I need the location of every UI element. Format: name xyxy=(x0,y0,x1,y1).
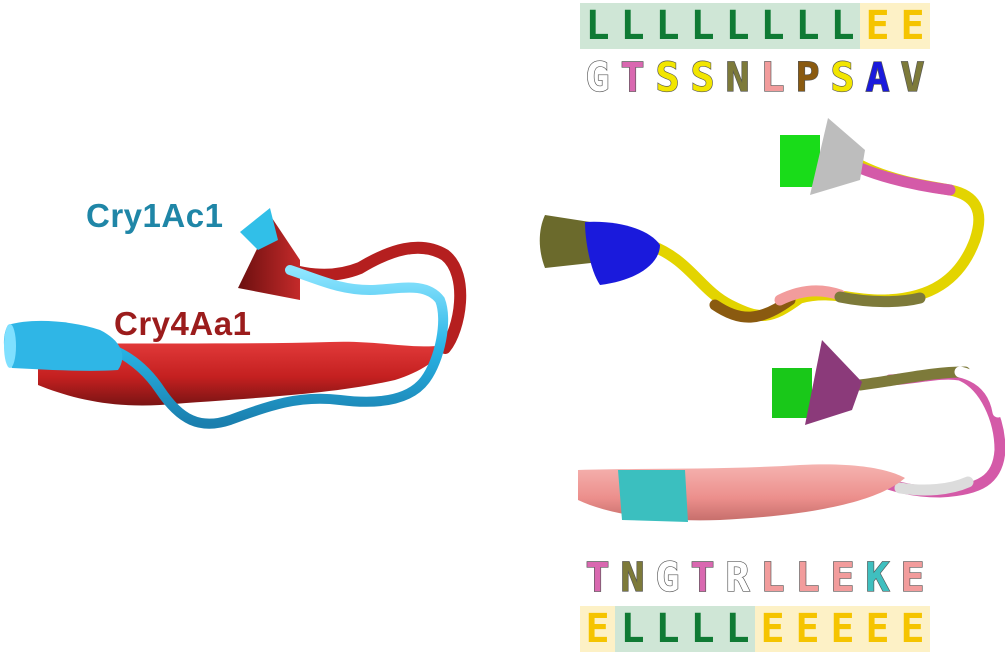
cry1ac1-blue-strand xyxy=(3,208,449,429)
aa-residue: V xyxy=(900,54,925,101)
ss-residue: L xyxy=(720,3,755,49)
aa-residue: E xyxy=(830,554,855,601)
aa-residue: R xyxy=(725,554,750,601)
ss-residue: E xyxy=(895,3,930,49)
aa-residue: T xyxy=(585,554,610,601)
ss-residue: L xyxy=(685,3,720,49)
ss-residue: E xyxy=(755,606,790,652)
aa-residue: K xyxy=(865,554,890,601)
ss-residue: L xyxy=(650,3,685,49)
ss-residue: L xyxy=(720,606,755,652)
aa-residue: S xyxy=(655,54,680,101)
aa-residue: T xyxy=(690,554,715,601)
top-secondary-structure-row: L L L L L L L L E E xyxy=(580,3,930,49)
ss-residue: E xyxy=(790,606,825,652)
aa-residue: T xyxy=(620,54,645,101)
aa-residue: S xyxy=(690,54,715,101)
bottom-segment-structure xyxy=(578,340,1005,522)
aa-residue: A xyxy=(865,54,890,101)
bottom-secondary-structure-row: E L L L L E E E E E xyxy=(580,606,930,652)
aa-residue: P xyxy=(795,54,820,101)
ss-residue: L xyxy=(825,3,860,49)
cry1ac1-label: Cry1Ac1 xyxy=(86,197,224,234)
aa-residue: L xyxy=(795,554,820,601)
ss-residue: L xyxy=(755,3,790,49)
ss-residue: L xyxy=(685,606,720,652)
aa-residue: G xyxy=(655,554,680,601)
aa-residue: N xyxy=(620,554,645,601)
aa-residue: G xyxy=(585,54,610,101)
ss-residue: L xyxy=(790,3,825,49)
bottom-sequence-row: T N G T R L L E K E xyxy=(580,554,930,601)
ss-residue: E xyxy=(580,606,615,652)
ss-residue: E xyxy=(825,606,860,652)
ss-residue: L xyxy=(650,606,685,652)
aa-residue: N xyxy=(725,54,750,101)
top-sequence-row: G T S S N L P S A V xyxy=(580,54,930,101)
aa-residue: L xyxy=(760,554,785,601)
aa-residue: S xyxy=(830,54,855,101)
ss-residue: L xyxy=(580,3,615,49)
ss-residue: E xyxy=(860,606,895,652)
ss-residue: L xyxy=(615,606,650,652)
cry4aa1-label: Cry4Aa1 xyxy=(114,305,252,342)
aa-residue: E xyxy=(900,554,925,601)
ss-residue: L xyxy=(615,3,650,49)
ss-residue: E xyxy=(895,606,930,652)
ss-residue: E xyxy=(860,3,895,49)
top-segment-structure xyxy=(539,118,985,323)
aa-residue: L xyxy=(760,54,785,101)
